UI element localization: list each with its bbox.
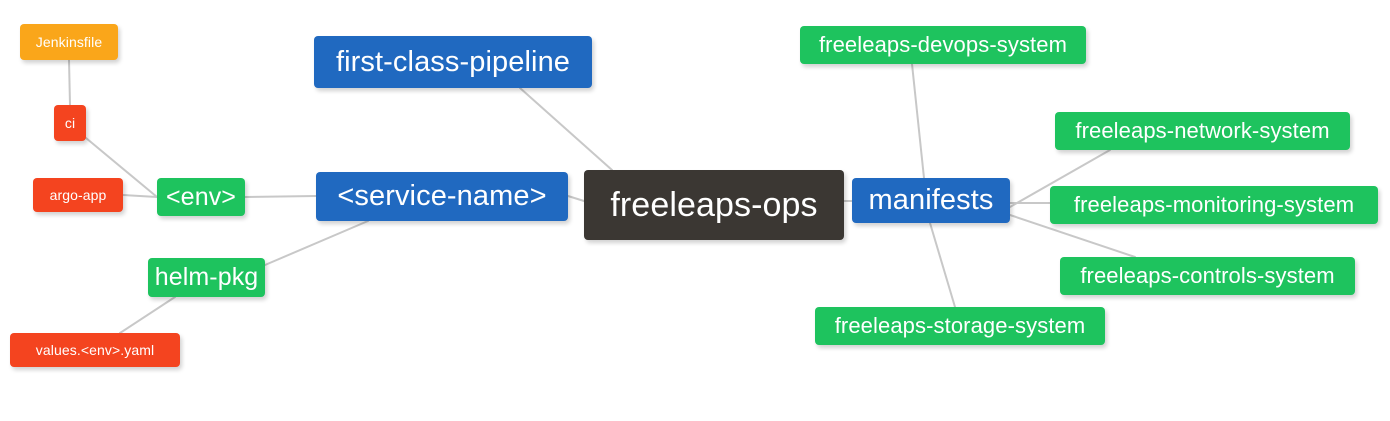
edge-argo-app-to-env [122,194,158,198]
node-monitoring[interactable]: freeleaps-monitoring-system [1050,186,1378,224]
edge-helm-pkg-to-service-name [264,220,369,266]
edge-values-yaml-to-helm-pkg [119,296,176,334]
node-root[interactable]: freeleaps-ops [584,170,844,240]
node-argo-app[interactable]: argo-app [33,178,123,212]
node-values-yaml[interactable]: values.<env>.yaml [10,333,180,367]
node-devops[interactable]: freeleaps-devops-system [800,26,1086,64]
edge-manifests-to-devops [911,63,925,179]
node-ci[interactable]: ci [54,105,86,141]
edge-manifests-to-storage [929,222,956,308]
node-env[interactable]: <env> [157,178,245,216]
node-network[interactable]: freeleaps-network-system [1055,112,1350,150]
node-manifests[interactable]: manifests [852,178,1010,223]
node-storage[interactable]: freeleaps-storage-system [815,307,1105,345]
edge-env-to-service-name [244,195,317,198]
node-controls[interactable]: freeleaps-controls-system [1060,257,1355,295]
edge-jenkinsfile-to-ci [68,59,71,106]
node-pipeline[interactable]: first-class-pipeline [314,36,592,88]
edge-pipeline-to-root [519,87,613,171]
node-jenkinsfile[interactable]: Jenkinsfile [20,24,118,60]
node-helm-pkg[interactable]: helm-pkg [148,258,265,297]
edge-service-name-to-root [567,195,585,202]
node-service-name[interactable]: <service-name> [316,172,568,221]
